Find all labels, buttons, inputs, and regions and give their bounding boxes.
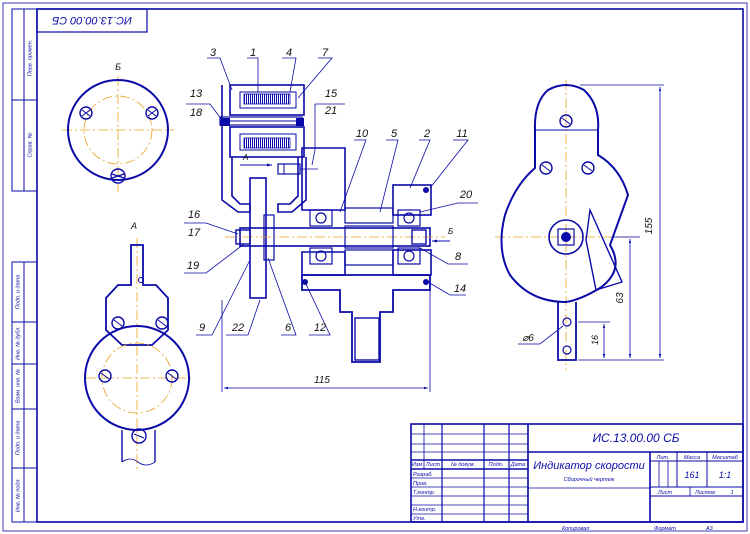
callout-21: 21 (324, 105, 337, 117)
view-b-label: Б (115, 62, 121, 72)
callout-17: 17 (188, 227, 201, 239)
title-col-lit: Лит. (656, 455, 670, 461)
callout-13: 13 (190, 88, 203, 100)
title-col-mass: Масса (684, 455, 700, 461)
callout-18: 18 (190, 107, 203, 119)
role-1: Пров. (413, 481, 428, 487)
callout-7: 7 (322, 47, 329, 59)
callout-10: 10 (356, 128, 369, 140)
title-sheet-label: Лист (657, 490, 673, 496)
callout-12: 12 (314, 322, 326, 334)
role-4: Утв. (412, 516, 426, 522)
rev-col-0: Изм (412, 462, 422, 468)
callout-14: 14 (454, 283, 466, 295)
side-label-3: Инв. № дубл. (15, 326, 21, 360)
callout-19: 19 (187, 260, 199, 272)
callouts: 3 1 4 7 13 18 15 21 10 5 2 11 20 8 14 16 (184, 47, 478, 336)
rev-col-3: Подп. (489, 462, 504, 468)
callout-20: 20 (459, 189, 473, 201)
title-sheets-label: Листов (694, 490, 715, 496)
copied-label: Копировал (562, 526, 589, 532)
role-2: Т.контр. (413, 490, 435, 496)
side-label-0: Перв. примен. (27, 40, 33, 77)
title-name: Индикатор скорости (533, 460, 645, 472)
role-0: Разраб. (413, 472, 433, 478)
side-label-6: Инв. № подл. (15, 478, 21, 512)
rev-col-4: Дата (510, 462, 526, 468)
callout-16: 16 (188, 209, 201, 221)
rev-col-2: № докум. (451, 462, 475, 468)
callout-9: 9 (199, 322, 205, 334)
callout-5: 5 (391, 128, 398, 140)
arrow-b-label: Б (448, 227, 453, 236)
title-block: ИС.13.00.00 СБ Индикатор скорости Сбороч… (410, 423, 744, 532)
callout-2: 2 (423, 128, 430, 140)
dimension-155-text: 155 (644, 217, 655, 234)
title-mass: 161 (684, 470, 699, 480)
role-3: Н.контр. (413, 507, 436, 513)
view-b: Б (62, 62, 174, 192)
top-stamp: ИС.13.00.00 СБ (36, 8, 148, 33)
side-label-1: Справ. № (27, 132, 33, 157)
left-side-strip: Перв. примен. Справ. № Подп. и дата Инв.… (11, 8, 38, 523)
side-label-2: Подп. и дата (15, 275, 21, 309)
arrow-a-label: А (242, 153, 248, 162)
title-doc-type: Сборочный чертеж (564, 476, 615, 483)
format-value: А3 (705, 526, 714, 532)
callout-11: 11 (456, 128, 467, 140)
title-col-scale: Масштаб (712, 455, 739, 461)
callout-1: 1 (250, 47, 256, 59)
dimension-115-text: 115 (314, 375, 330, 386)
callout-6: 6 (285, 322, 292, 334)
side-label-4: Взам. инв. № (15, 369, 21, 403)
main-section: А Б (219, 84, 453, 363)
top-stamp-text: ИС.13.00.00 СБ (52, 14, 132, 26)
side-view: 155 63 16 ⌀6 (495, 80, 664, 370)
rev-col-1: Лист (425, 462, 441, 468)
format-label: Формат (654, 526, 676, 532)
dimension-63-text: 63 (615, 292, 626, 304)
dimension-dia6-text: ⌀6 (522, 333, 534, 344)
dimension-115: 115 (221, 290, 431, 392)
callout-15: 15 (325, 88, 338, 100)
dimension-16-text: 16 (590, 335, 600, 345)
view-a: А (84, 221, 194, 470)
view-a-label: А (130, 221, 137, 231)
title-sheets-value: 1 (730, 490, 733, 496)
callout-3: 3 (210, 47, 217, 59)
title-designation: ИС.13.00.00 СБ (592, 431, 679, 445)
title-scale: 1:1 (719, 470, 732, 480)
callout-8: 8 (455, 251, 462, 263)
side-label-5: Подп. и дата (15, 421, 21, 455)
callout-22: 22 (231, 322, 244, 334)
callout-4: 4 (286, 47, 292, 59)
